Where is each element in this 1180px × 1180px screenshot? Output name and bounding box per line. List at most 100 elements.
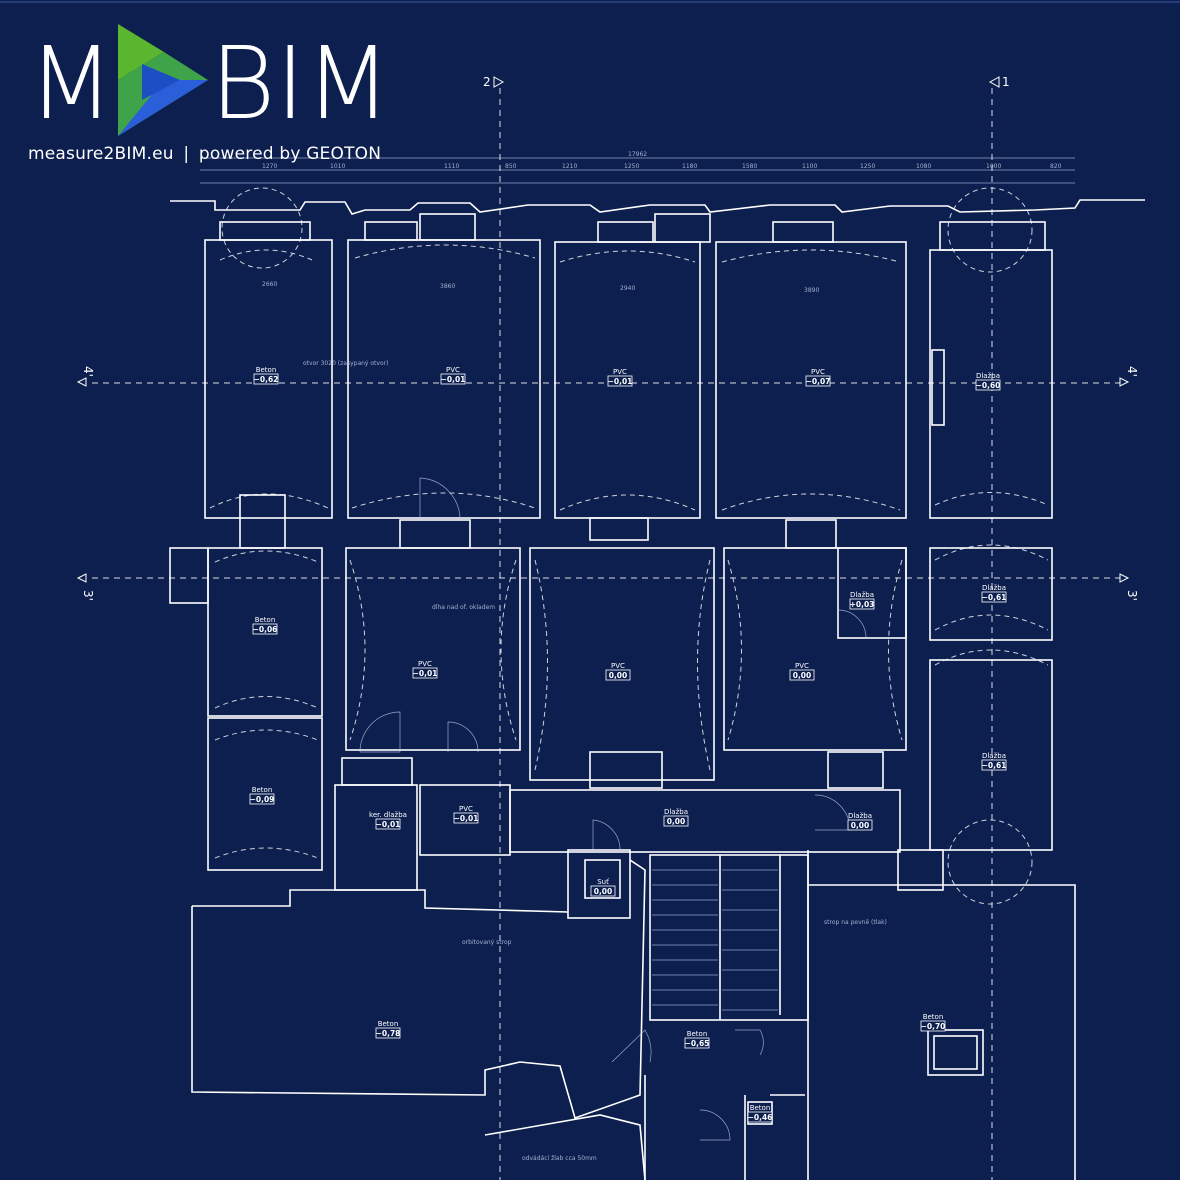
dim-room-width: 3860	[440, 283, 455, 290]
dim-room-width: 3890	[804, 287, 819, 294]
room-level: −0,78	[376, 1029, 401, 1038]
room-level: 0,00	[594, 887, 613, 896]
room-label: Beton−0,78	[375, 1020, 401, 1039]
tagline-separator: |	[183, 144, 190, 164]
room-level: −0,06	[253, 625, 278, 634]
bottom-rooms	[191, 850, 1076, 1180]
room-material: Beton	[255, 616, 276, 624]
room-label: Beton−0,09	[249, 786, 275, 805]
dim-note: odvádácí žlab cca 50mm	[522, 1155, 597, 1162]
dim-top: 1010	[330, 163, 345, 170]
room-material: Dlažba	[848, 812, 872, 820]
level-box	[412, 667, 438, 679]
room-material: PVC	[811, 368, 825, 376]
top-dimension-lines	[200, 157, 1075, 184]
grid-axes	[92, 88, 1120, 1180]
row1-rooms	[204, 213, 1053, 541]
room-level: 0,00	[609, 671, 628, 680]
axis-label-3-left: 3'	[81, 590, 95, 601]
dim-top: 1180	[682, 163, 697, 170]
room-label: Dlažba−0,61	[981, 584, 1007, 603]
level-box	[663, 815, 689, 827]
room-material: Dlažba	[982, 752, 1006, 760]
room-material: Suť	[597, 877, 609, 886]
axis-label-3-right: 3'	[1125, 590, 1139, 601]
level-box	[747, 1111, 773, 1123]
tagline-powered: powered by GEOTON	[198, 144, 382, 164]
room-material: Dlažba	[976, 372, 1000, 380]
room-material: Beton	[923, 1013, 944, 1021]
dim-top: 1250	[624, 163, 639, 170]
room-material: Beton	[256, 366, 277, 374]
dim-room-width: 2940	[620, 285, 635, 292]
room-material: PVC	[795, 662, 809, 670]
room-label: Beton−0,06	[252, 616, 278, 635]
level-box	[375, 818, 401, 830]
room-label: Beton−0,46	[747, 1104, 773, 1123]
room-material: PVC	[459, 805, 473, 813]
dim-top: 1110	[444, 163, 459, 170]
room-material: Beton	[687, 1030, 708, 1038]
dim-top: 1080	[916, 163, 931, 170]
room-level: −0,61	[982, 593, 1007, 602]
room-level: −0,61	[982, 761, 1007, 770]
dim-top: 1250	[860, 163, 875, 170]
axis-label-1: 1	[1002, 75, 1010, 89]
room-material: PVC	[446, 366, 460, 374]
room-label: Dlažba−0,61	[981, 752, 1007, 771]
level-box	[981, 591, 1007, 603]
level-box	[975, 379, 1001, 391]
level-box	[847, 819, 873, 831]
room-level: −0,01	[413, 669, 438, 678]
vault-curves	[209, 187, 1049, 905]
level-box	[849, 598, 875, 610]
play-logo-icon	[118, 24, 208, 136]
level-box	[590, 885, 616, 897]
room-label: PVC−0,01	[607, 368, 633, 387]
room-material: Beton	[252, 786, 273, 794]
dim-top: 1100	[802, 163, 817, 170]
dim-note: otvor 3020 (zasypaný otvor)	[303, 360, 388, 367]
room-label: Dlažba−0,60	[975, 372, 1001, 391]
dim-overall: 17962	[628, 151, 647, 158]
room-label: PVC−0,01	[440, 366, 466, 385]
room-level: +0,03	[850, 600, 875, 609]
room-labels: Beton−0,62PVC−0,01PVC−0,01PVC−0,07Dlažba…	[249, 366, 1007, 1123]
logo-word-bim: BIM	[210, 25, 392, 142]
room-material: ker. dlažba	[369, 811, 407, 819]
room-level: 0,00	[667, 817, 686, 826]
room-level: −0,62	[254, 375, 279, 384]
dim-top: 1270	[262, 163, 277, 170]
level-box	[920, 1020, 946, 1032]
room-label: PVC−0,07	[805, 368, 831, 387]
tagline-url: measure2BIM.eu	[28, 144, 174, 164]
level-box	[607, 375, 633, 387]
room-label: PVC−0,01	[412, 660, 438, 679]
room-material: PVC	[418, 660, 432, 668]
dim-note: strop na pevně (tlak)	[824, 919, 887, 926]
room-material: PVC	[611, 662, 625, 670]
level-box	[981, 759, 1007, 771]
level-box	[375, 1027, 401, 1039]
level-box	[684, 1037, 710, 1049]
room-material: PVC	[613, 368, 627, 376]
room-material: Beton	[750, 1104, 771, 1112]
dim-top: 1580	[742, 163, 757, 170]
room-label: Beton−0,65	[684, 1030, 710, 1049]
level-box	[605, 669, 631, 681]
level-box	[249, 793, 275, 805]
facade-wall	[170, 199, 1145, 215]
room-level: −0,60	[976, 381, 1001, 390]
dim-top: 820	[1050, 163, 1062, 170]
room-label: Dlažba+0,03	[849, 591, 875, 610]
room-level: 0,00	[851, 821, 870, 830]
axis-label-2: 2	[483, 75, 491, 89]
room-label: Beton−0,70	[920, 1013, 946, 1032]
room-level: −0,07	[806, 377, 831, 386]
row3-rooms	[207, 717, 944, 919]
